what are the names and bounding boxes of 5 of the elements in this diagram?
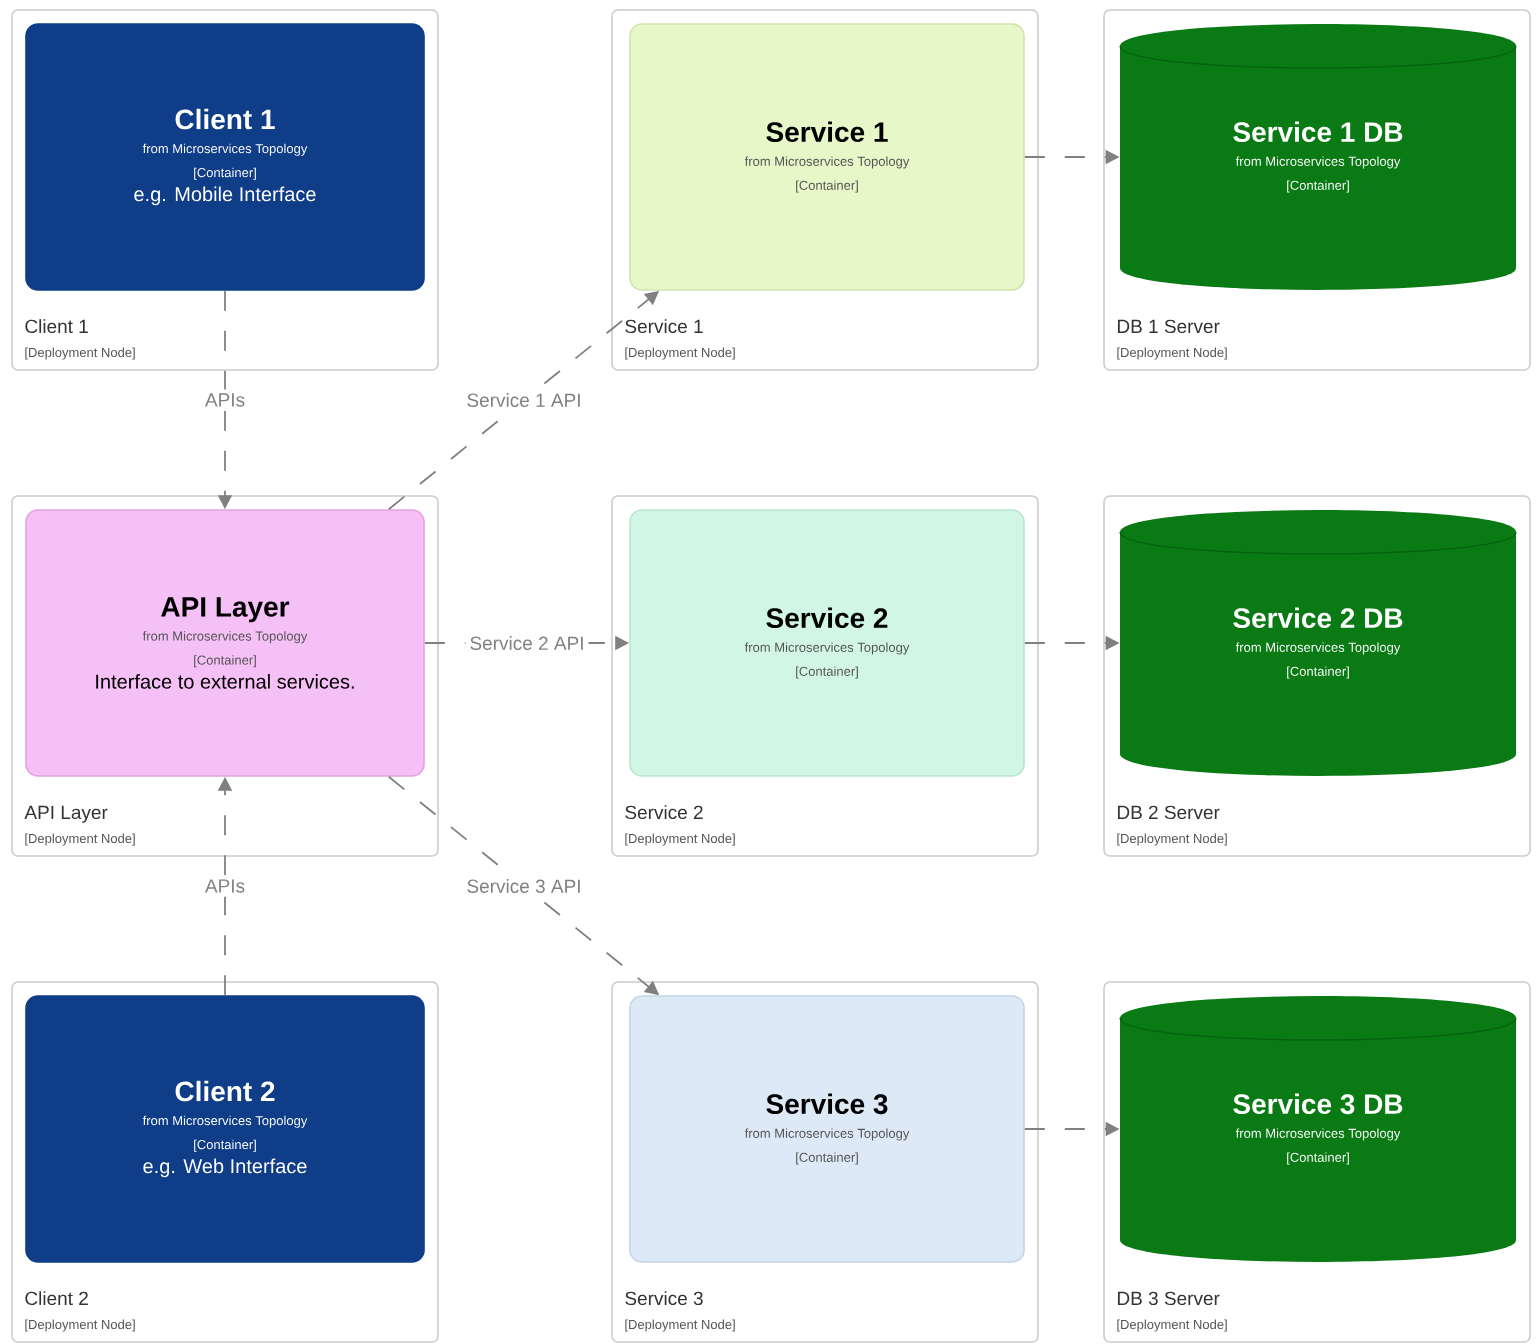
edge-label: APIs bbox=[200, 389, 250, 411]
edge-label: APIs bbox=[200, 875, 250, 897]
edge-label: Service 3 API bbox=[462, 875, 586, 897]
edge-label: Service 2 API bbox=[465, 632, 589, 654]
edge-label: Service 1 API bbox=[462, 389, 586, 411]
